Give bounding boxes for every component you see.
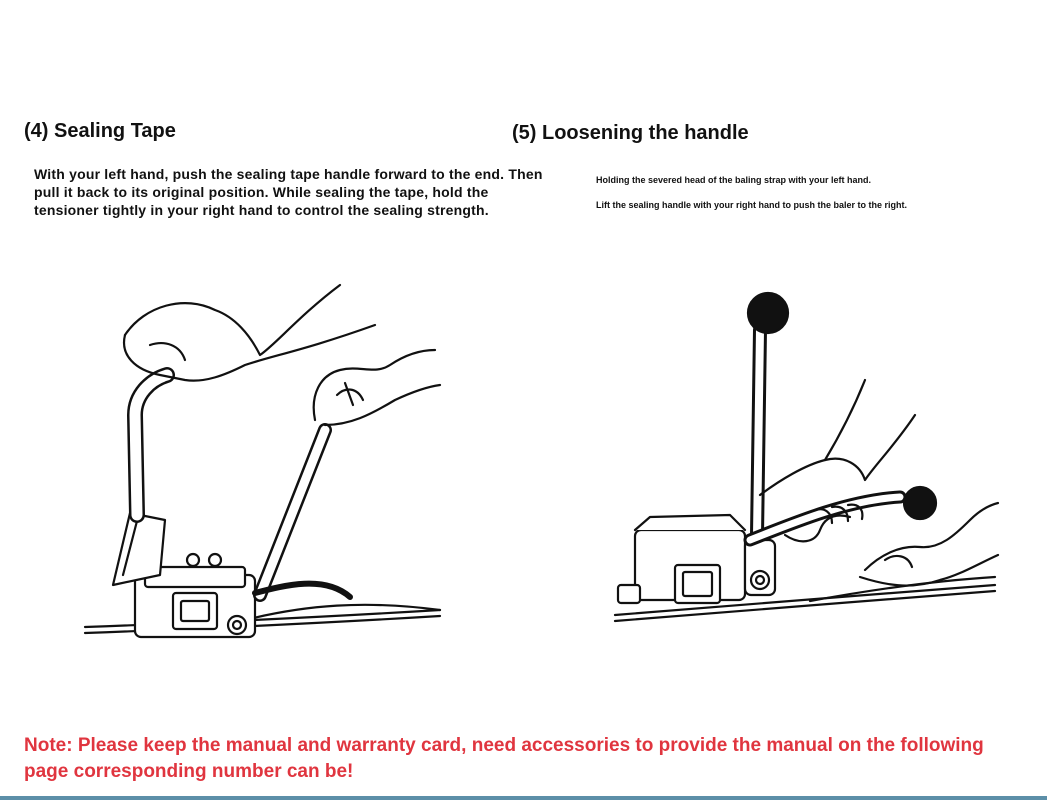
warranty-note: Note: Please keep the manual and warrant… [24,735,984,782]
loosening-instruction-2: Lift the sealing handle with your right … [596,200,908,210]
bottom-divider [0,796,1047,800]
section-title-sealing-tape: (4) Sealing Tape [24,120,176,142]
loosening-instruction-1: Holding the severed head of the baling s… [596,175,872,185]
sealing-tape-instructions: With your left hand, push the sealing ta… [34,166,543,218]
loosening-handle-illustration [613,291,1000,623]
section-title-loosening-handle: (5) Loosening the handle [512,122,749,144]
sealing-tape-illustration [83,283,442,639]
